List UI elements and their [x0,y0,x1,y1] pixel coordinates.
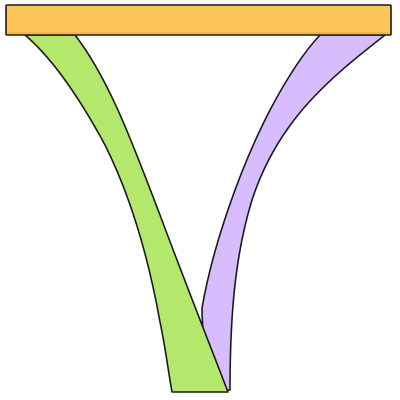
right-ribbon [201,34,386,391]
left-ribbon [24,34,229,393]
top-bar [5,4,392,36]
